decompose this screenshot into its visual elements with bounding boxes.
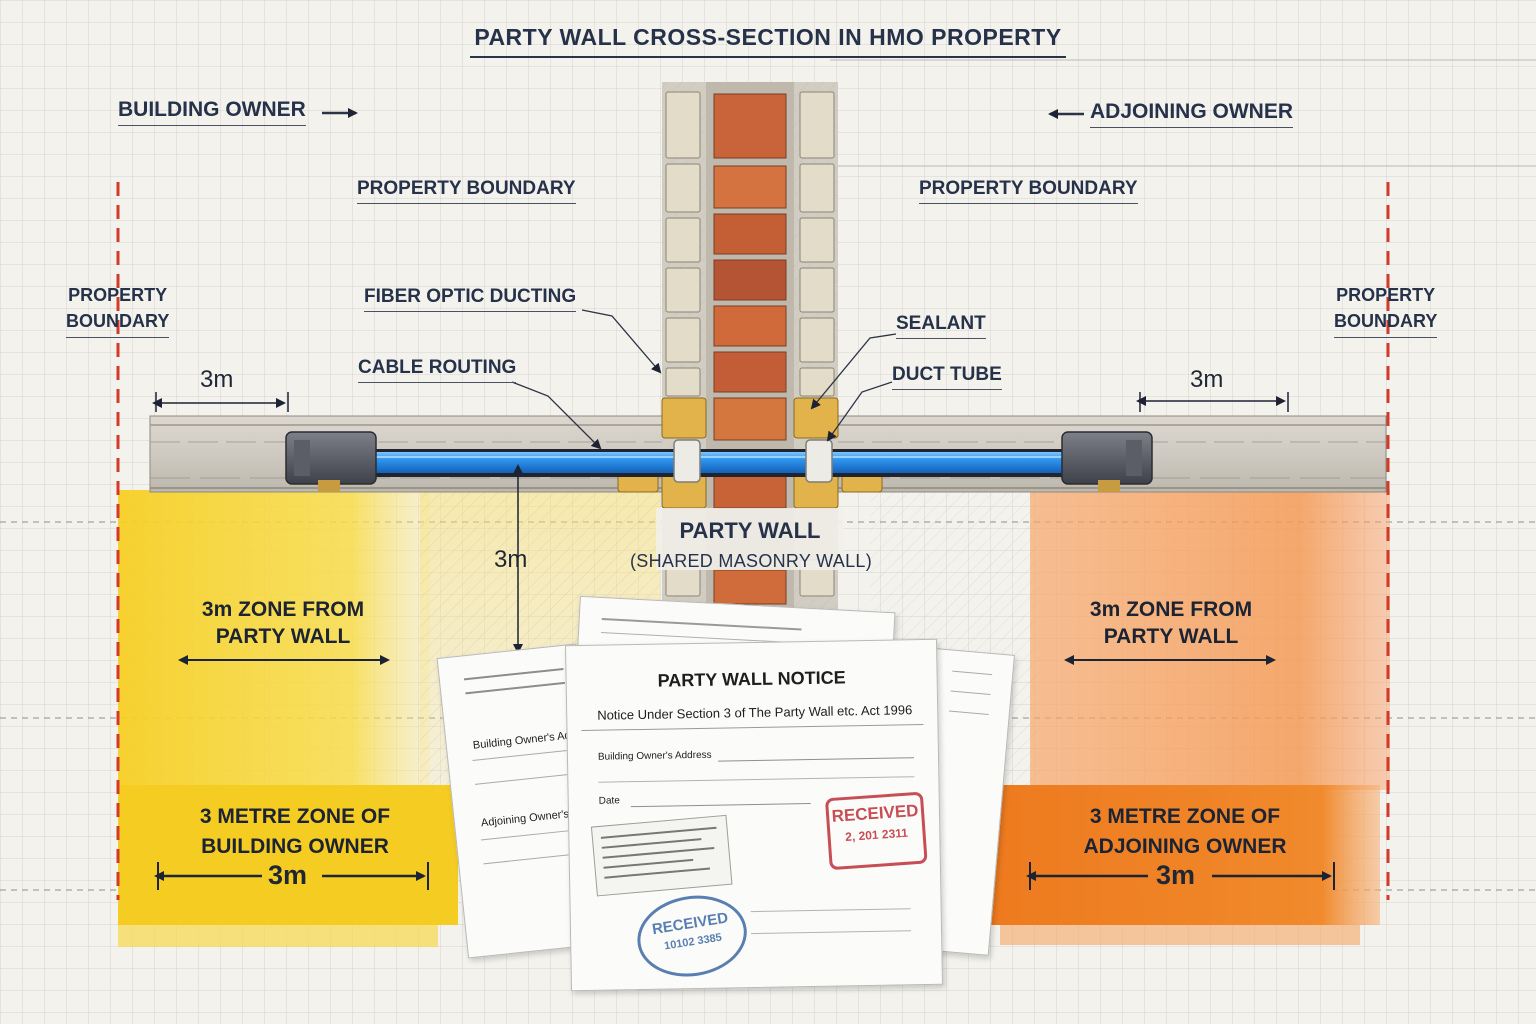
dimension-right-top <box>1136 392 1289 412</box>
junction-box-left <box>285 431 377 492</box>
side-right-line1: PROPERTY <box>1336 285 1436 305</box>
notice-slip <box>590 814 733 897</box>
notice-field-date: Date <box>598 795 620 807</box>
party-wall-title: PARTY WALL <box>679 518 821 543</box>
received-stamp-red: RECEIVED 2, 201 2311 <box>824 791 928 871</box>
building-owner-label: BUILDING OWNER <box>118 98 306 126</box>
zone-bottom-left-line2: BUILDING OWNER <box>201 835 389 858</box>
bottom-dimension-right <box>1026 862 1335 890</box>
side-left-line1: PROPERTY <box>68 285 168 305</box>
notice-field-building-owner: Building Owner's Address <box>597 749 712 763</box>
cable-routing-label: CABLE ROUTING <box>358 357 517 383</box>
zone-bottom-right: 3 METRE ZONE OF ADJOINING OWNER <box>1030 802 1340 862</box>
property-boundary-label-right: PROPERTY BOUNDARY <box>919 178 1138 204</box>
zone-label-left: 3m ZONE FROM PARTY WALL <box>150 596 416 650</box>
dimension-left-top-label: 3m <box>200 366 234 393</box>
leader-cable-routing <box>511 381 602 450</box>
zone-bottom-left: 3 METRE ZONE OF BUILDING OWNER <box>150 802 440 862</box>
received-stamp-blue: RECEIVED 10102 3385 <box>631 887 753 985</box>
adjoining-owner-label: ADJOINING OWNER <box>1090 100 1294 128</box>
zone-left-line2: PARTY WALL <box>215 625 351 648</box>
property-boundary-side-left: PROPERTY BOUNDARY <box>66 282 170 338</box>
zone-label-right: 3m ZONE FROM PARTY WALL <box>1038 596 1304 650</box>
party-wall-label-backing <box>656 508 844 570</box>
back-field-building-owner: Building Owner's Ad <box>472 729 572 752</box>
zone-left-line1: 3m ZONE FROM <box>201 598 365 621</box>
side-right-line2: BOUNDARY <box>1334 308 1438 338</box>
bottom-dimension-left-label: 3m <box>268 860 308 890</box>
duct-tube <box>370 439 1065 483</box>
fiber-optic-label: FIBER OPTIC DUCTING <box>364 286 577 312</box>
zone-bottom-left-line1: 3 METRE ZONE OF <box>199 805 391 828</box>
zone-bottom-right-line1: 3 METRE ZONE OF <box>1089 805 1281 828</box>
property-boundary-side-right: PROPERTY BOUNDARY <box>1334 282 1438 338</box>
zone-bottom-right-line2: ADJOINING OWNER <box>1083 835 1287 858</box>
notice-subtitle: Notice Under Section 3 of The Party Wall… <box>597 702 913 723</box>
party-wall-subtitle: (SHARED MASONRY WALL) <box>630 551 873 571</box>
leader-duct-tube <box>826 381 893 442</box>
zone-right-line2: PARTY WALL <box>1103 625 1239 648</box>
duct-tube-label: DUCT TUBE <box>892 364 1002 390</box>
party-wall-label: PARTY WALL (SHARED MASONRY WALL) <box>630 516 873 576</box>
back-field-adjoining-owner: Adjoining Owner's A <box>480 807 580 830</box>
property-boundary-label-left: PROPERTY BOUNDARY <box>357 178 576 204</box>
dimension-right-top-label: 3m <box>1190 366 1224 393</box>
bottom-dimension-left <box>154 862 429 890</box>
leader-sealant <box>810 333 897 410</box>
junction-box-right <box>1061 431 1153 492</box>
page-title: PARTY WALL CROSS-SECTION IN HMO PROPERTY <box>0 24 1536 58</box>
stamp-red-date: 2, 201 2311 <box>844 825 909 845</box>
party-wall-notice-document: PARTY WALL NOTICE Notice Under Section 3… <box>565 638 943 992</box>
zone-right-line1: 3m ZONE FROM <box>1089 598 1253 621</box>
side-left-line2: BOUNDARY <box>66 308 170 338</box>
bottom-dimension-right-label: 3m <box>1156 860 1196 890</box>
dimension-vertical-label: 3m <box>494 546 528 573</box>
sealant-label: SEALANT <box>896 313 986 339</box>
notice-title: PARTY WALL NOTICE <box>657 667 846 691</box>
dimension-left-top <box>152 392 289 412</box>
stamp-red-label: RECEIVED <box>831 800 920 826</box>
leader-fiber-optic <box>581 309 662 374</box>
